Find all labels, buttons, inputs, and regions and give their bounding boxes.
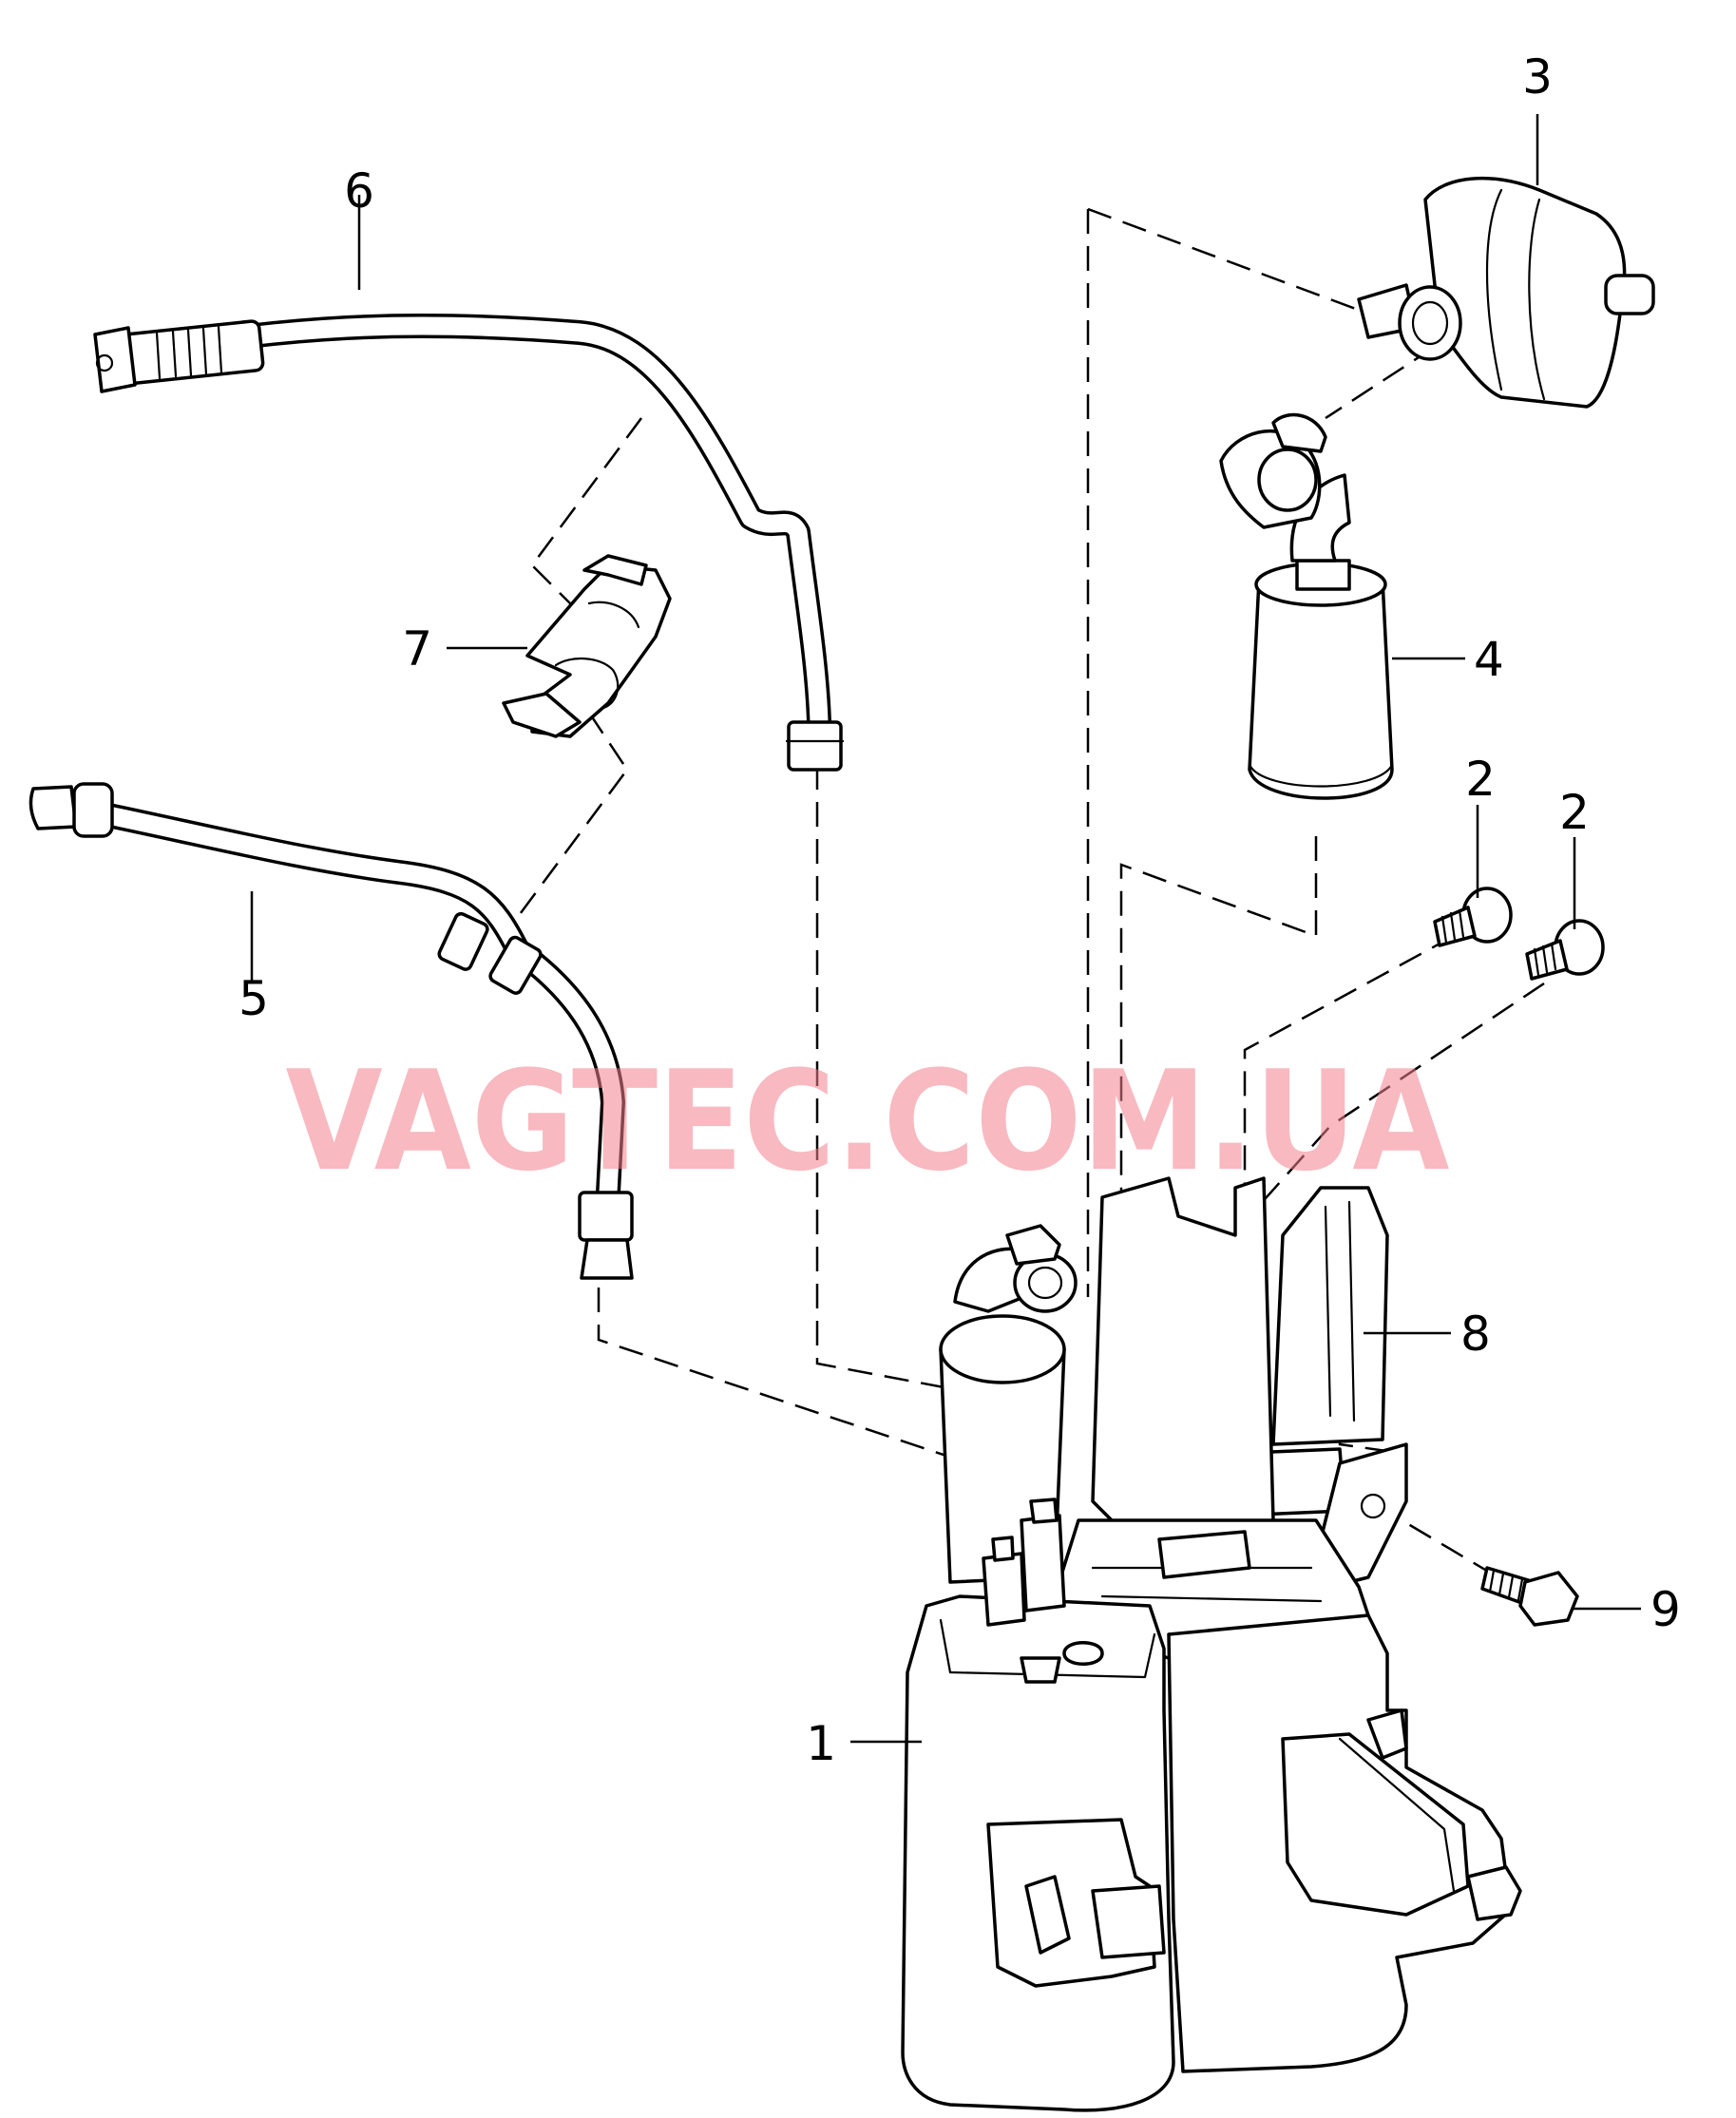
callout-4: 4 [1474, 632, 1504, 687]
part-2-bolts [1433, 887, 1605, 981]
part-9-bolt [1480, 1566, 1579, 1627]
callout-2b: 2 [1559, 785, 1590, 840]
leader-lines [250, 114, 1641, 1744]
callout-8: 8 [1460, 1307, 1491, 1362]
part-5-hose [29, 782, 634, 1280]
callout-5: 5 [238, 971, 269, 1026]
callout-1: 1 [806, 1716, 836, 1771]
callout-3: 3 [1522, 49, 1553, 105]
callout-6: 6 [344, 163, 374, 219]
part-6-hose [93, 313, 845, 772]
part-3-valve [1357, 176, 1655, 409]
part-1-canister [901, 1176, 1522, 2112]
part-7-clip [502, 554, 672, 738]
callout-2a: 2 [1465, 752, 1496, 807]
callout-numbers: 1 2 2 3 4 5 6 7 8 9 [238, 49, 1681, 1771]
callout-9: 9 [1650, 1582, 1681, 1637]
callout-7: 7 [402, 621, 432, 677]
watermark-text: VAGTEC.COM.UA [286, 1041, 1450, 1202]
part-4-filter [1219, 412, 1394, 800]
